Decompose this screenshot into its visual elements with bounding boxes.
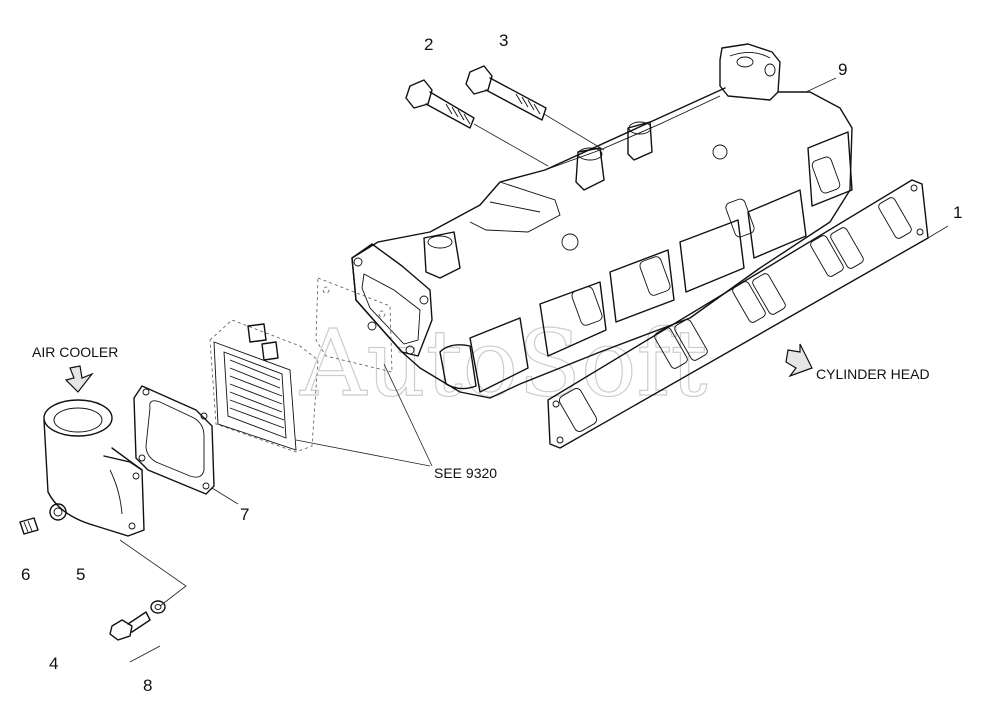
- washer-8: [150, 600, 166, 614]
- callout-2: 2: [424, 35, 433, 54]
- watermark-text: AutoSoft: [299, 310, 708, 417]
- callout-9: 9: [838, 60, 847, 79]
- bolt-2: [405, 79, 475, 129]
- callout-6: 6: [21, 565, 30, 584]
- cylinder-head-label: CYLINDER HEAD: [816, 366, 930, 382]
- callout-4: 4: [49, 654, 58, 673]
- bolt-4: [109, 611, 151, 641]
- callout-8: 8: [143, 676, 152, 695]
- bolt-3: [465, 65, 547, 121]
- callout-1: 1: [953, 203, 962, 222]
- leader-lines: [119, 77, 949, 663]
- inlet-elbow: [43, 399, 145, 537]
- exhaust-manifold: [351, 43, 853, 399]
- air-cooler-arrow-icon: [64, 365, 94, 393]
- callout-3: 3: [499, 31, 508, 50]
- cylinder-head-arrow-icon: [785, 343, 813, 378]
- dashed-gasket: [315, 277, 393, 373]
- see-reference-label: SEE 9320: [434, 465, 497, 481]
- air-cooler-block: [209, 319, 319, 453]
- elbow-gasket: [133, 385, 215, 495]
- callout-5: 5: [76, 565, 85, 584]
- callout-7: 7: [240, 505, 249, 524]
- plug-6: [19, 517, 39, 535]
- air-cooler-label: AIR COOLER: [32, 344, 118, 360]
